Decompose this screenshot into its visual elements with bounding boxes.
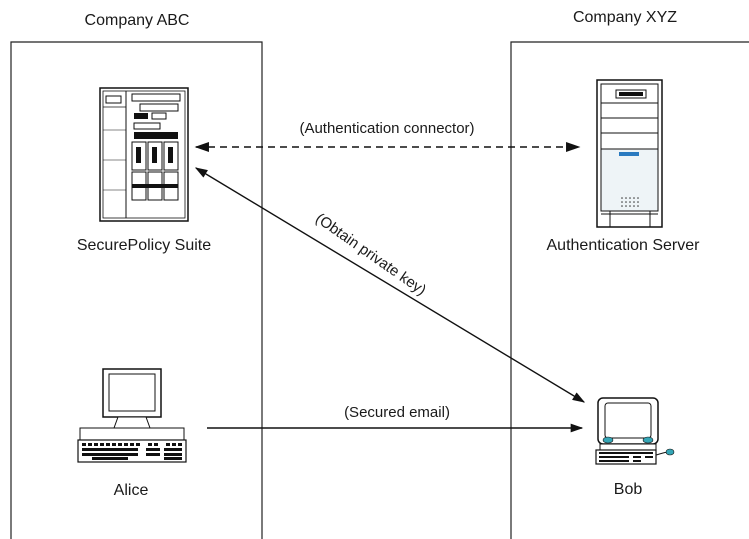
company-xyz-title: Company XYZ	[572, 9, 678, 26]
authentication-server-label: Authentication Server	[546, 237, 700, 254]
company-abc-title: Company ABC	[84, 12, 190, 29]
secured-email-label: (Secured email)	[344, 404, 450, 421]
desktop-computer-icon	[77, 368, 187, 463]
server-tower-icon	[99, 87, 189, 222]
desktop-computer-icon	[595, 397, 675, 465]
auth-connector-label: (Authentication connector)	[299, 120, 475, 137]
bob-label: Bob	[613, 481, 643, 498]
obtain-key-arrow	[194, 167, 586, 403]
alice-label: Alice	[113, 482, 149, 499]
server-tower-icon	[596, 79, 663, 228]
securepolicy-suite-label: SecurePolicy Suite	[76, 237, 212, 254]
